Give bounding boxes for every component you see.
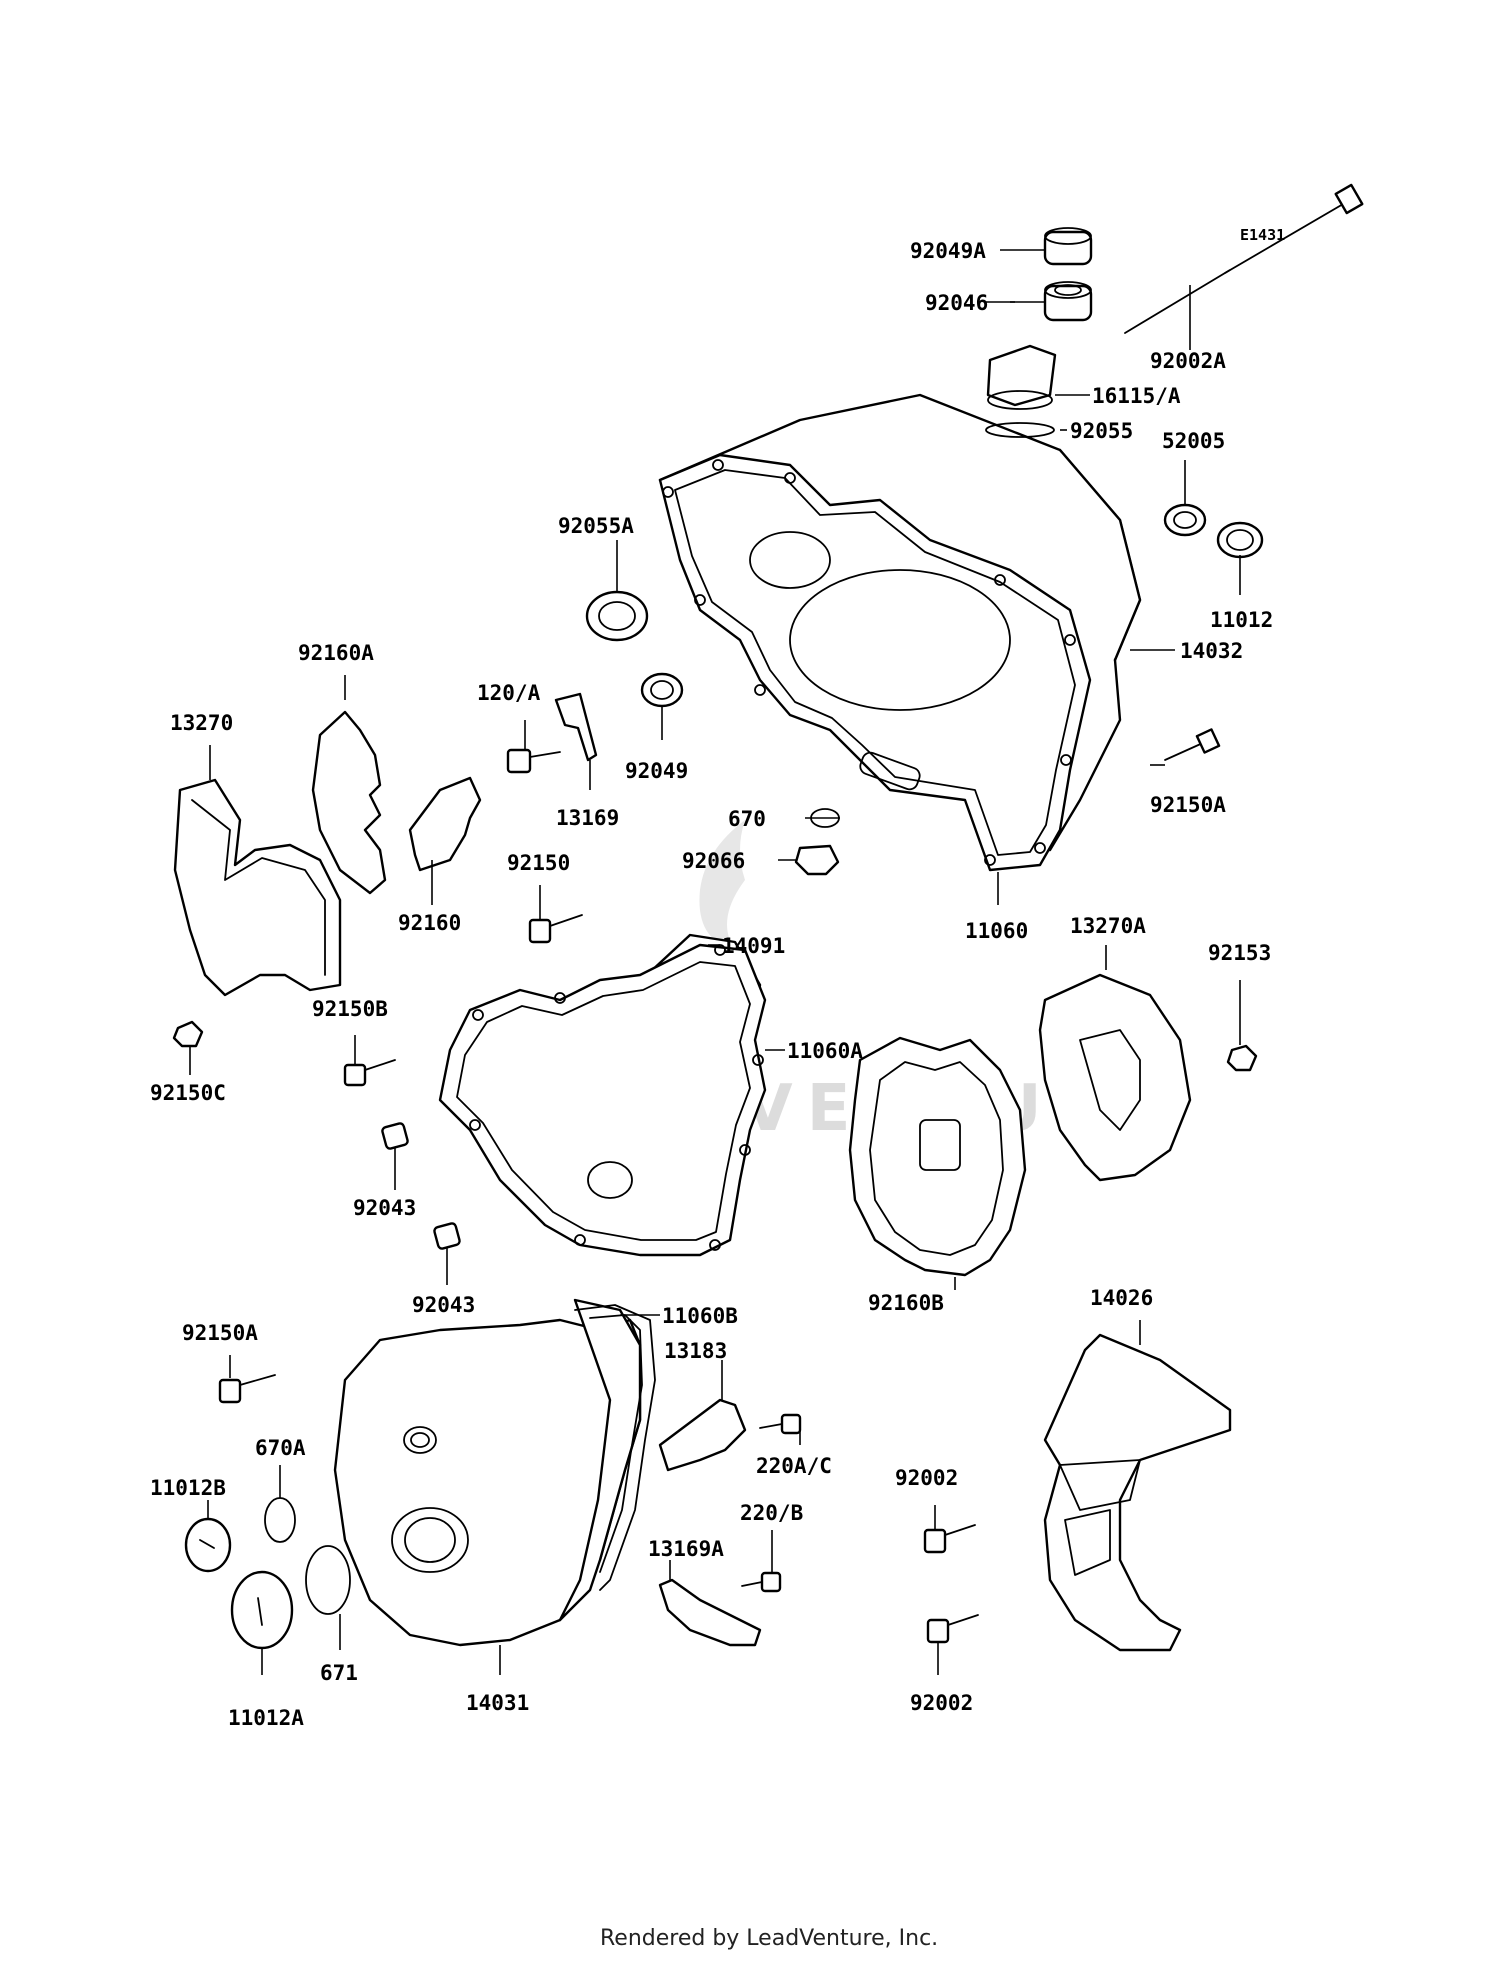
flame-logo-icon [699, 820, 745, 950]
callout-14031: 14031 [466, 1691, 529, 1715]
callout-13270A: 13270A [1070, 914, 1146, 938]
callout-92049A: 92049A [910, 239, 986, 263]
part-plate-13270A [1038, 973, 1192, 1182]
part-bolt-220B [741, 1571, 782, 1593]
part-bracket-13183 [658, 1398, 747, 1472]
callout-92160: 92160 [398, 911, 461, 935]
part-drain-plug-92066 [794, 844, 840, 876]
callout-13270: 13270 [170, 711, 233, 735]
part-bolt-92002-lower [926, 1614, 979, 1644]
part-guide-13169A [658, 1578, 762, 1647]
part-bolt-92002A [1124, 183, 1364, 334]
part-cap-92049A [1043, 227, 1093, 266]
part-cover-14026 [1043, 1333, 1232, 1652]
part-bolt-92153 [1226, 1044, 1258, 1072]
callout-92046: 92046 [925, 291, 988, 315]
part-bolt-120A [506, 748, 561, 774]
callout-120A: 120/A [477, 681, 541, 705]
leader-lines [189, 249, 1241, 1675]
callout-92043-upper: 92043 [353, 1196, 416, 1220]
callout-670: 670 [728, 807, 766, 831]
callout-11012: 11012 [1210, 608, 1273, 632]
callout-92002A: 92002A [1150, 349, 1226, 373]
part-o-ring-670A [264, 1497, 296, 1543]
callout-671: 671 [320, 1661, 358, 1685]
footer-text: Rendered by LeadVenture, Inc. [600, 1926, 938, 1951]
callout-13169A: 13169A [648, 1537, 724, 1561]
callout-11060A: 11060A [787, 1039, 863, 1063]
callout-92055A: 92055A [558, 514, 634, 538]
callout-92002-upper: 92002 [895, 1466, 958, 1490]
callout-14026: 14026 [1090, 1286, 1153, 1310]
part-bearing-11012-top [1216, 521, 1264, 559]
part-plate-13270 [173, 778, 342, 997]
part-oil-seal-92049 [640, 672, 684, 708]
callout-92066: 92066 [682, 849, 745, 873]
part-bolt-92002-upper [923, 1524, 976, 1554]
callout-11012A: 11012A [228, 1706, 304, 1730]
callout-92150C: 92150C [150, 1081, 226, 1105]
callout-220B: 220/B [740, 1501, 803, 1525]
callout-92002-lower: 92002 [910, 1691, 973, 1715]
callout-92049: 92049 [625, 759, 688, 783]
callout-670A: 670A [255, 1436, 306, 1460]
callout-16115A: 16115/A [1092, 384, 1181, 408]
diagram-labels: E1431 92049A 92046 92002A 16115/A 92055 … [150, 226, 1285, 1951]
callout-52005: 52005 [1162, 429, 1225, 453]
callout-14032: 14032 [1180, 639, 1243, 663]
part-o-ring-671 [305, 1545, 351, 1615]
part-oil-seal-92055A [585, 590, 649, 642]
part-shoe-92160A [311, 710, 387, 895]
part-oil-seal-52005 [1163, 503, 1207, 537]
callout-92055: 92055 [1070, 419, 1133, 443]
part-bolt-92150C [172, 1020, 204, 1048]
part-shaft-cap-16115 [986, 344, 1057, 410]
callout-92150A-top: 92150A [1150, 793, 1226, 817]
part-bolt-92150A-bottom [218, 1374, 276, 1404]
diagram-code: E1431 [1240, 226, 1285, 244]
callout-92043-lower: 92043 [412, 1293, 475, 1317]
callout-14091: 14091 [722, 934, 785, 958]
callout-92160B: 92160B [868, 1291, 944, 1315]
callout-92150B: 92150B [312, 997, 388, 1021]
part-o-ring-92055 [985, 422, 1055, 438]
callout-92153: 92153 [1208, 941, 1271, 965]
callout-11060: 11060 [965, 919, 1028, 943]
part-bracket-13169 [554, 692, 598, 762]
part-bolt-220AC [759, 1413, 802, 1435]
callout-13169: 13169 [556, 806, 619, 830]
callout-13183: 13183 [664, 1339, 727, 1363]
part-cover-14031 [333, 1298, 642, 1647]
part-shoe-92160 [408, 776, 482, 872]
callout-11060B: 11060B [662, 1304, 738, 1328]
part-needle-bearing-92046 [1043, 281, 1093, 322]
part-bolt-92150-center [528, 914, 583, 944]
part-dowel-92043-upper [381, 1122, 409, 1150]
part-plug-11012A [230, 1570, 294, 1650]
callout-11012B: 11012B [150, 1476, 226, 1500]
callout-220AC: 220A/C [756, 1454, 832, 1478]
part-bolt-92150B [343, 1059, 396, 1087]
callout-92150-center: 92150 [507, 851, 570, 875]
callout-92160A: 92160A [298, 641, 374, 665]
part-dowel-92043-lower [433, 1222, 461, 1250]
part-plug-11012B [184, 1517, 232, 1573]
part-bolt-92150A-right [1164, 728, 1221, 761]
part-gasket-11060 [658, 453, 1092, 872]
callout-92150A-bottom: 92150A [182, 1321, 258, 1345]
part-shoe-assembly-92160B [848, 1036, 1027, 1277]
part-gasket-11060A [438, 943, 767, 1257]
